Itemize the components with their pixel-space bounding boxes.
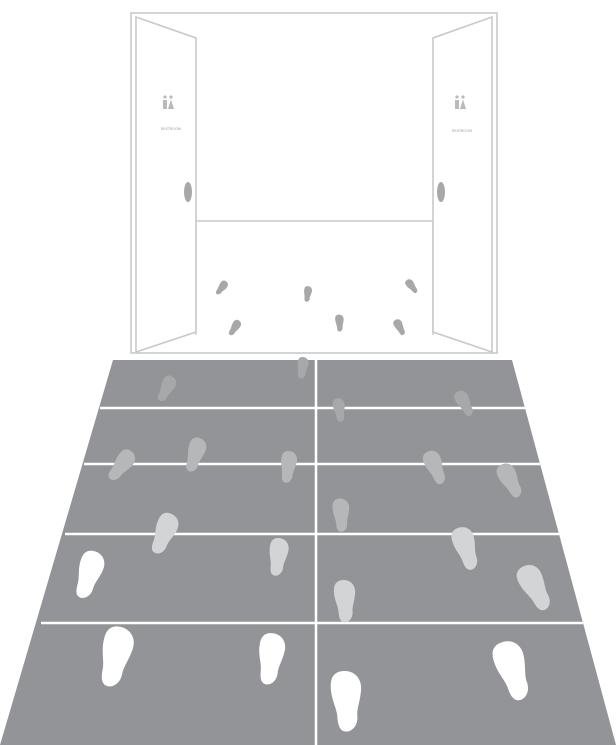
floor-grid-lines — [41, 360, 583, 745]
footprint-icon — [214, 279, 230, 297]
right-door-knob — [437, 182, 445, 202]
restroom-sign-icon — [455, 95, 466, 109]
footprint-icon — [334, 314, 345, 332]
doorway: RESTROOM RESTROOM — [130, 12, 498, 354]
footprint-icon — [391, 317, 408, 337]
left-door-sign: RESTROOM — [161, 95, 181, 131]
left-door[interactable]: RESTROOM — [135, 15, 197, 354]
footprint-icon — [226, 318, 243, 338]
restroom-sign-icon — [163, 95, 174, 109]
door-frame — [130, 12, 498, 354]
right-door-sign: RESTROOM — [452, 95, 472, 133]
footprint-icon — [303, 285, 313, 303]
floor — [0, 360, 616, 745]
footprint-icon — [403, 277, 420, 295]
right-door[interactable]: RESTROOM — [432, 15, 493, 354]
floor-surface — [0, 360, 616, 745]
right-door-label: RESTROOM — [452, 129, 472, 133]
left-door-label: RESTROOM — [161, 127, 181, 131]
left-door-knob — [184, 182, 192, 202]
